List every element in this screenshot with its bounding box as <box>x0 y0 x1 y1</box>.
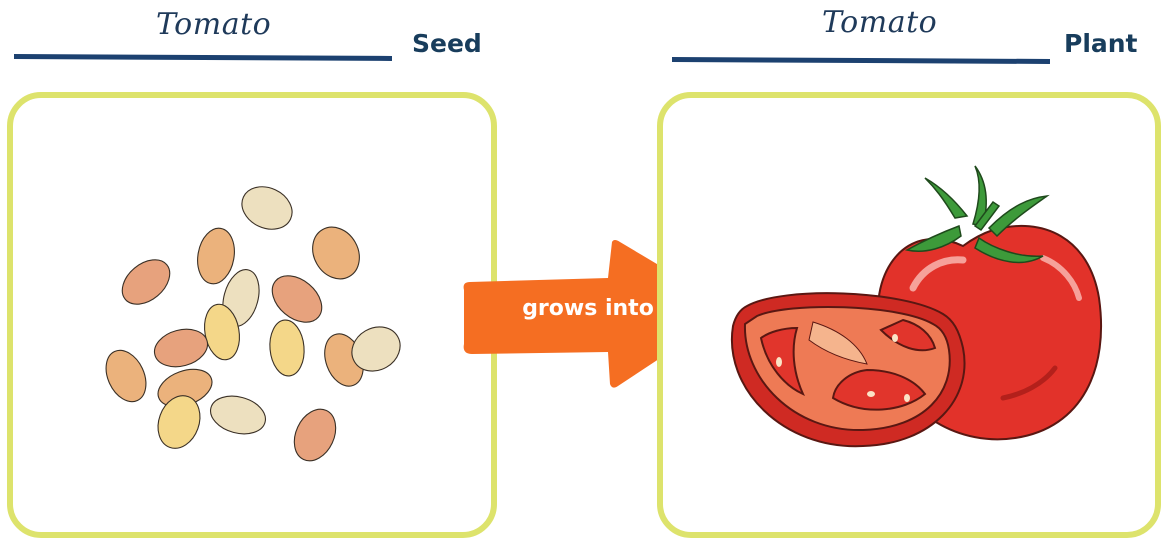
seed-name-underline <box>14 54 392 61</box>
seed-heading: Seed <box>412 31 482 56</box>
tomato-seeds-illustration <box>13 98 491 532</box>
tomato-fruit-illustration <box>663 98 1155 532</box>
plant-name-underline <box>672 57 1050 64</box>
seed-name-text: Tomato <box>156 10 271 40</box>
seed-icon <box>263 266 330 331</box>
seed-icon <box>268 319 307 378</box>
seed-icon <box>150 324 211 373</box>
seed-icon <box>303 219 368 288</box>
arrow-label: grows into <box>496 296 680 321</box>
cut-tomato <box>732 293 965 446</box>
plant-heading: Plant <box>1064 31 1138 56</box>
seed-icon <box>235 179 299 237</box>
seed-icon <box>98 344 153 408</box>
seed-icon <box>286 402 343 467</box>
seed-icon <box>206 390 269 439</box>
seed-panel <box>7 92 497 538</box>
plant-panel <box>657 92 1161 538</box>
plant-name-text: Tomato <box>822 8 937 38</box>
seed-icon <box>114 251 179 313</box>
